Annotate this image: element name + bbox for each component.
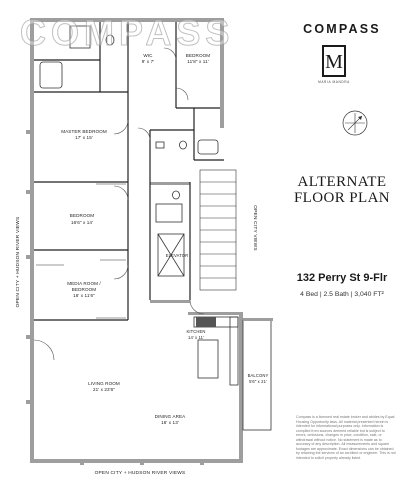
exterior-walls bbox=[30, 18, 243, 463]
media-room-dims: 16' x 11'6" bbox=[73, 293, 95, 298]
living-room-label: LIVING ROOM bbox=[88, 381, 120, 386]
kitchen-label: KITCHEN bbox=[186, 329, 205, 334]
compass-watermark: COMPASS bbox=[19, 12, 235, 54]
kitchen-dims: 14' x 11' bbox=[188, 335, 204, 340]
core-south-wall bbox=[150, 300, 190, 303]
wic-dims: 9' x 7' bbox=[142, 59, 154, 64]
media-room-label-1: MEDIA ROOM / bbox=[67, 281, 101, 286]
west-wall bbox=[30, 18, 34, 463]
master-bedroom-label: MASTER BEDROOM bbox=[61, 129, 107, 134]
core-north-wall bbox=[150, 182, 190, 185]
balcony-rail bbox=[243, 318, 273, 321]
legal-disclaimer: Compass is a licensed real estate broker… bbox=[296, 415, 396, 460]
living-room-dims: 21' x 23'6" bbox=[93, 387, 115, 392]
interior-walls bbox=[34, 22, 224, 321]
north-compass-icon bbox=[342, 110, 368, 136]
stairwell bbox=[199, 169, 237, 291]
media-room-label-2: BEDROOM bbox=[72, 287, 97, 292]
listing-address: 132 Perry St 9-Flr bbox=[296, 272, 388, 284]
plan-title-line-2: FLOOR PLAN bbox=[293, 190, 391, 206]
kitchen-fixtures bbox=[193, 316, 239, 386]
compass-brand-name: COMPASS bbox=[303, 22, 381, 36]
wic-label: WIC bbox=[143, 53, 153, 58]
elevator-cab bbox=[157, 233, 185, 277]
svg-text:M: M bbox=[325, 51, 343, 73]
east-wall-lower bbox=[239, 312, 243, 463]
dining-area-label: DINING AREA bbox=[155, 414, 187, 419]
view-label-bottom: OPEN CITY + HUDSON RIVER VIEWS bbox=[95, 470, 186, 476]
balcony-dims: 5'6" x 21' bbox=[249, 379, 267, 384]
bedroom-mid-dims: 16'6" x 14' bbox=[71, 220, 93, 225]
east-wall-upper bbox=[220, 18, 224, 128]
balcony-label: BALCONY bbox=[248, 373, 269, 378]
north-wall-right bbox=[174, 18, 222, 22]
bath-fixtures bbox=[39, 25, 219, 223]
bedroom-top-label: BEDROOM bbox=[186, 53, 211, 58]
master-bedroom-dims: 17' x 15' bbox=[75, 135, 93, 140]
elevator-label: ELEVATOR bbox=[166, 253, 188, 258]
kitchen-north-wall bbox=[188, 312, 243, 315]
window-piers bbox=[26, 130, 204, 465]
north-wall-left bbox=[30, 18, 174, 22]
listing-stats: 4 Bed | 2.5 Bath | 3,040 FT² bbox=[300, 291, 384, 298]
view-label-left: OPEN CITY + HUDSON RIVER VIEWS bbox=[15, 217, 21, 308]
agent-monogram-logo: M MARIA MANDRA bbox=[318, 45, 350, 84]
view-label-right: OPEN CITY VIEWS bbox=[252, 205, 258, 251]
svg-text:MARIA MANDRA: MARIA MANDRA bbox=[318, 80, 350, 84]
plan-title-line-1: ALTERNATE bbox=[297, 174, 387, 190]
dining-area-dims: 16' x 13' bbox=[161, 420, 179, 425]
bedroom-mid-label: BEDROOM bbox=[70, 213, 95, 218]
south-wall bbox=[30, 459, 242, 463]
door-swings bbox=[33, 47, 205, 361]
bedroom-top-dims: 11'8" x 11' bbox=[187, 59, 208, 64]
closets bbox=[36, 183, 126, 319]
